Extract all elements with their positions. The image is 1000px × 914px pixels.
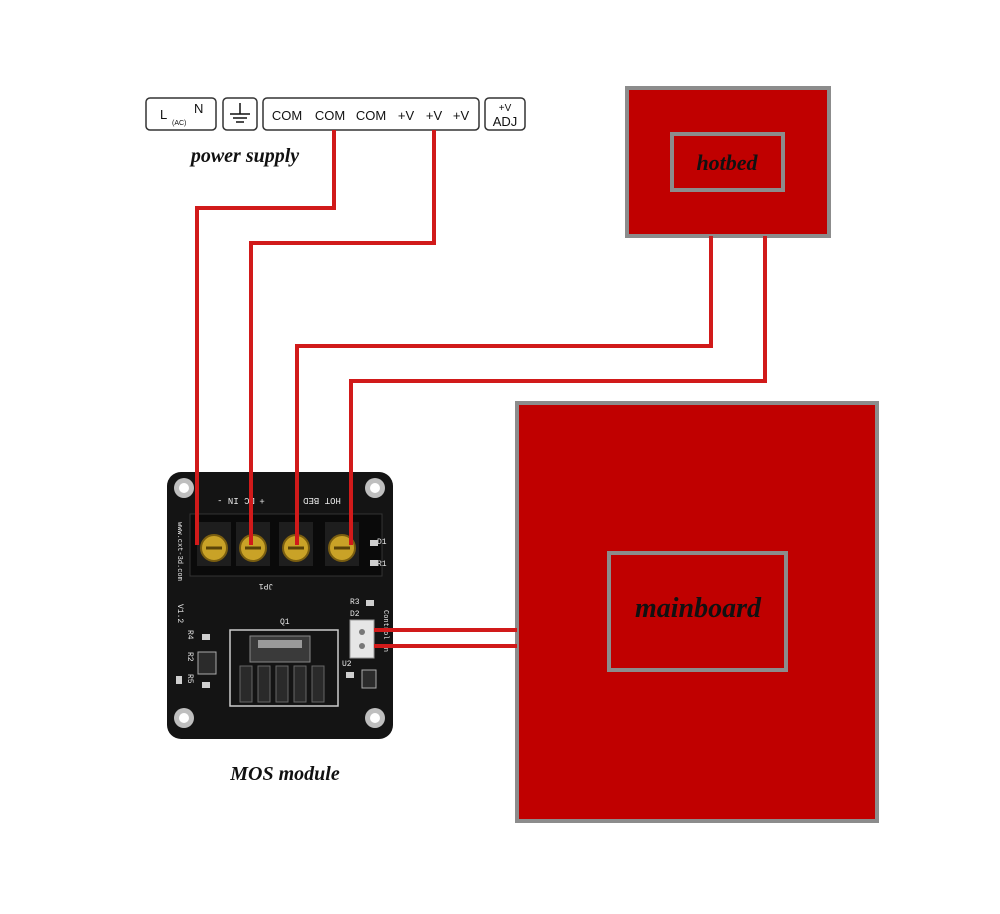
output-v-2: +V xyxy=(426,108,443,123)
screw-icon xyxy=(325,522,359,566)
mainboard-block xyxy=(515,401,879,823)
dc-output-terminal xyxy=(262,97,480,131)
silk-url: www.cxt-3d.com xyxy=(175,522,183,581)
mosfet-q1 xyxy=(249,635,311,663)
adj-bottom-label: ADJ xyxy=(493,114,518,129)
wire-hotbed-b xyxy=(349,236,767,545)
mounting-hole-icon xyxy=(365,708,385,728)
mos-module: DC IN - + HOT BED www.cxt-3d.com V1.2 J xyxy=(167,472,393,785)
output-com-3: COM xyxy=(356,108,386,123)
silk-r1: R1 xyxy=(377,560,387,569)
hotbed: hotbed xyxy=(625,86,831,238)
terminal-l-label: L xyxy=(160,107,167,122)
terminal-ac-label: (AC) xyxy=(172,120,186,127)
mounting-hole-icon xyxy=(365,478,385,498)
ac-input-terminal xyxy=(145,97,217,131)
wires xyxy=(195,130,767,648)
silk-d2: D2 xyxy=(350,610,360,619)
power-supply-caption: power supply xyxy=(189,145,299,167)
hotbed-label: hotbed xyxy=(696,150,758,175)
silk-r4: R4 xyxy=(185,630,194,640)
control-in-connector xyxy=(349,619,375,659)
terminal-n-label: N xyxy=(194,101,203,116)
screw-icon xyxy=(197,522,231,566)
adj-top-label: +V xyxy=(499,103,512,114)
output-com-1: COM xyxy=(272,108,302,123)
mainboard-label: mainboard xyxy=(635,593,762,624)
mounting-hole-icon xyxy=(174,708,194,728)
smd-components xyxy=(176,540,378,689)
wire-com-to-dc-minus xyxy=(195,130,336,545)
hotbed-block xyxy=(625,86,831,238)
output-v-3: +V xyxy=(453,108,470,123)
mainboard-label-frame xyxy=(607,551,788,672)
silk-r3: R3 xyxy=(350,598,360,607)
wire-v-to-dc-plus xyxy=(249,130,436,545)
mounting-hole-icon xyxy=(174,478,194,498)
heatsink-fins xyxy=(239,665,325,703)
silk-dc-in: DC IN - xyxy=(217,495,255,505)
silk-hot-bed: HOT BED xyxy=(303,495,341,505)
silk-u2: U2 xyxy=(342,660,352,669)
silk-plus: + xyxy=(259,495,264,505)
mosfet-tab xyxy=(258,640,302,648)
ground-icon xyxy=(230,103,250,123)
silk-r2: R2 xyxy=(185,652,194,662)
mainboard: mainboard xyxy=(515,401,879,823)
output-v-1: +V xyxy=(398,108,415,123)
silk-d1: D1 xyxy=(377,538,387,547)
silk-r5: R5 xyxy=(185,674,194,684)
heatsink-outline xyxy=(229,629,339,707)
silk-version: V1.2 xyxy=(175,604,184,623)
hotbed-label-frame xyxy=(670,132,785,192)
mos-module-caption: MOS module xyxy=(229,763,340,785)
silk-q1: Q1 xyxy=(280,618,290,627)
silk-jp1: JP1 xyxy=(259,581,274,590)
adj-terminal xyxy=(484,97,526,131)
power-supply: L (AC) N COM COM COM +V +V +V +V ADJ pow… xyxy=(145,97,526,167)
output-com-2: COM xyxy=(315,108,345,123)
wire-hotbed-a xyxy=(295,236,713,545)
